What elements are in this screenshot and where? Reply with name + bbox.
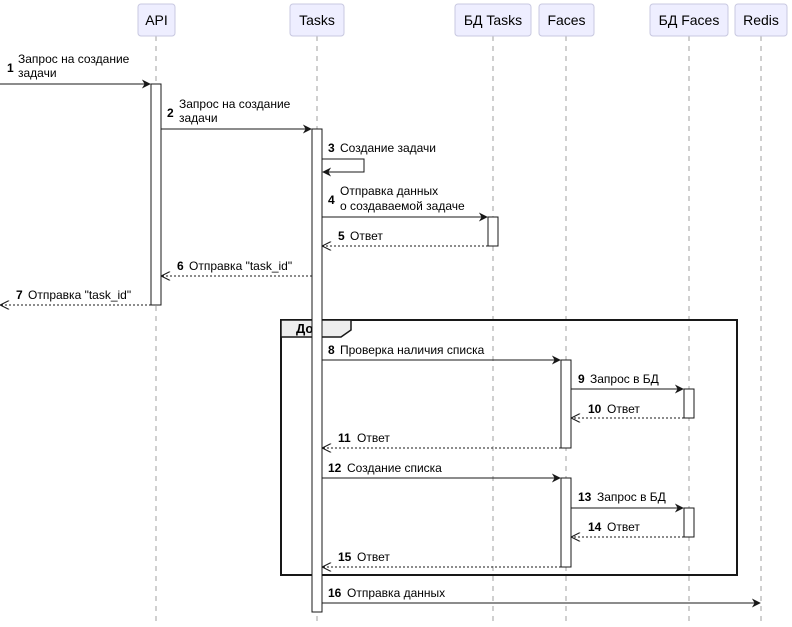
message-6-number: 6 <box>177 259 184 273</box>
participant-db-faces-label: БД Faces <box>659 12 720 28</box>
message-4-line1: Отправка данных <box>340 184 438 198</box>
message-9-number: 9 <box>578 372 585 386</box>
participant-redis-label: Redis <box>743 12 779 28</box>
message-12-number: 12 <box>328 461 342 475</box>
participant-faces-label: Faces <box>547 12 585 28</box>
message-4-line2: о создаваемой задаче <box>340 199 465 213</box>
activation-tasks <box>311 128 323 613</box>
participant-tasks-label: Tasks <box>299 12 335 28</box>
participant-api-label: API <box>145 12 168 28</box>
message-13-line1: Запрос в БД <box>597 490 666 504</box>
message-7-line1: Отправка "task_id" <box>28 288 131 302</box>
message-6-line1: Отправка "task_id" <box>189 259 292 273</box>
message-2-line1: Запрос на создание <box>179 97 291 111</box>
message-5-line1: Ответ <box>350 229 383 243</box>
participant-db-tasks: БД Tasks <box>454 3 532 37</box>
message-16-line1: Отправка данных <box>347 586 445 600</box>
message-11-line1: Ответ <box>357 431 390 445</box>
message-16-number: 16 <box>328 586 342 600</box>
message-1-number: 1 <box>7 61 14 75</box>
participant-faces: Faces <box>538 3 595 37</box>
message-8-number: 8 <box>328 343 335 357</box>
message-14-number: 14 <box>588 520 602 534</box>
activation-faces-2 <box>560 477 572 568</box>
activations <box>150 83 695 613</box>
participant-db-tasks-label: БД Tasks <box>464 12 522 28</box>
message-9-line1: Запрос в БД <box>590 372 659 386</box>
message-15-line1: Ответ <box>357 550 390 564</box>
activation-faces-1 <box>560 359 572 449</box>
participant-db-faces: БД Faces <box>649 3 729 37</box>
message-10-line1: Ответ <box>607 402 640 416</box>
message-4-number: 4 <box>328 193 335 207</box>
activation-db-faces-2 <box>683 507 695 538</box>
lifelines <box>155 36 762 622</box>
message-3-number: 3 <box>328 141 335 155</box>
message-labels: 1 Запрос на создание задачи 2 Запрос на … <box>7 52 666 600</box>
message-12-line1: Создание списка <box>347 461 442 475</box>
message-2-number: 2 <box>167 106 174 120</box>
arrow-3 <box>322 158 365 177</box>
message-2-line2: задачи <box>179 111 218 125</box>
activation-db-tasks-1 <box>487 216 499 247</box>
message-1-line2: задачи <box>18 66 57 80</box>
message-3-line1: Создание задачи <box>340 141 436 155</box>
participant-tasks: Tasks <box>289 3 345 37</box>
message-10-number: 10 <box>588 402 602 416</box>
participant-api: API <box>137 3 176 37</box>
message-11-number: 11 <box>338 431 351 445</box>
message-arrows <box>0 79 761 608</box>
message-7-number: 7 <box>16 288 23 302</box>
message-8-line1: Проверка наличия списка <box>340 343 485 357</box>
message-14-line1: Ответ <box>607 520 640 534</box>
activation-api <box>150 83 162 306</box>
message-15-number: 15 <box>338 550 352 564</box>
participant-redis: Redis <box>734 3 788 37</box>
message-13-number: 13 <box>578 490 592 504</box>
participants: API Tasks БД Tasks Faces БД Faces Redis <box>137 3 788 37</box>
message-1-line1: Запрос на создание <box>18 52 130 66</box>
activation-db-faces-1 <box>683 388 695 419</box>
message-5-number: 5 <box>338 229 345 243</box>
